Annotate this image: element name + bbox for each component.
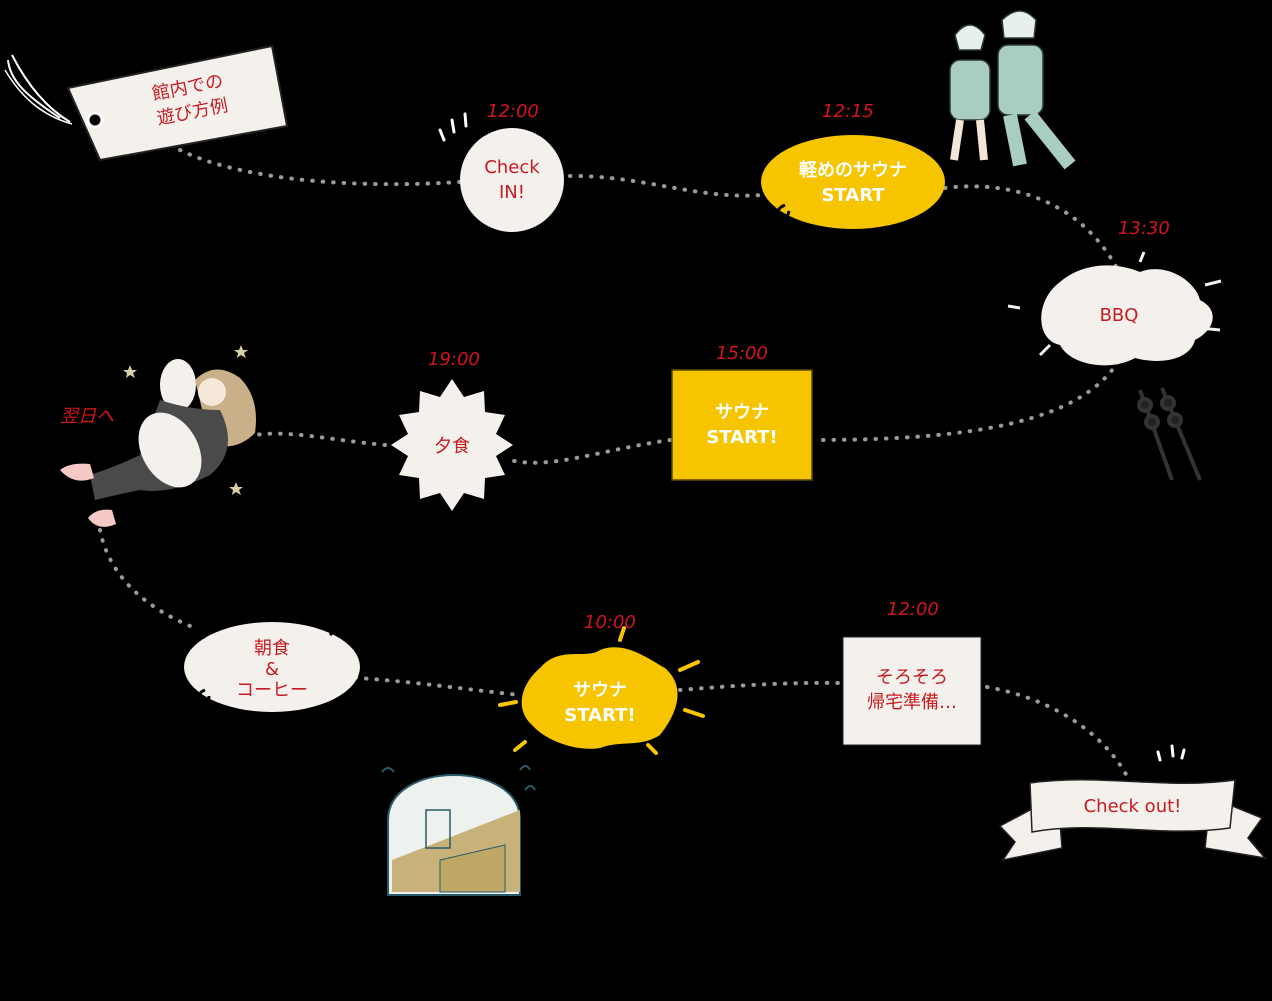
sauna-light-node-shape [761, 130, 945, 229]
breakfast-label: 朝食 & コーヒー [236, 637, 308, 701]
route-segment [985, 685, 1132, 784]
route-segment [253, 431, 387, 447]
step-time: 12:00 [887, 599, 939, 620]
breakfast-node-shape [184, 622, 360, 712]
sauna-couple-illustration [949, 10, 1076, 170]
return-prep-node-shape [842, 636, 982, 746]
sparkle-lines [438, 112, 468, 142]
sauna-room-illustration [381, 765, 536, 896]
price-tag-icon [4, 44, 289, 162]
return-prep-label: そろそろ 帰宅準備… [867, 666, 957, 713]
sauna-morning-node-shape [498, 626, 705, 755]
route-segment [813, 360, 1120, 442]
next-day-label: 翌日へ [60, 406, 114, 427]
sauna-afternoon-label: サウナ START! [706, 401, 778, 448]
checkin-label: Check IN! [484, 157, 540, 203]
dinner-node-shape [391, 379, 513, 511]
route-segment [568, 173, 764, 198]
skewers-icon [1137, 387, 1202, 481]
route-segment [943, 184, 1120, 272]
step-time: 12:15 [822, 101, 874, 122]
route-segment [508, 438, 672, 465]
route-segment [343, 675, 522, 697]
dinner-label: 夕食 [434, 435, 470, 457]
step-time: 15:00 [716, 343, 768, 364]
checkout-node-shape [998, 744, 1267, 862]
route-segment [678, 680, 842, 692]
step-time: 12:00 [487, 101, 539, 122]
sleeping-girl-illustration [60, 359, 256, 527]
route-segment [98, 528, 197, 630]
step-time: 10:00 [584, 612, 636, 633]
bbq-node-shape [1007, 251, 1222, 366]
sauna-morning-label: サウナ START! [564, 679, 636, 726]
route-segment [178, 148, 462, 187]
checkin-node-shape [460, 128, 564, 232]
sauna-afternoon-node-shape [671, 369, 813, 481]
dotted-route [98, 148, 1132, 784]
step-time: 13:30 [1118, 218, 1170, 239]
sauna-light-label: 軽めのサウナ START [799, 159, 907, 206]
checkout-label: Check out! [1083, 795, 1182, 817]
bbq-label: BBQ [1099, 304, 1139, 326]
star-icon [123, 345, 248, 495]
step-time: 19:00 [428, 349, 480, 370]
